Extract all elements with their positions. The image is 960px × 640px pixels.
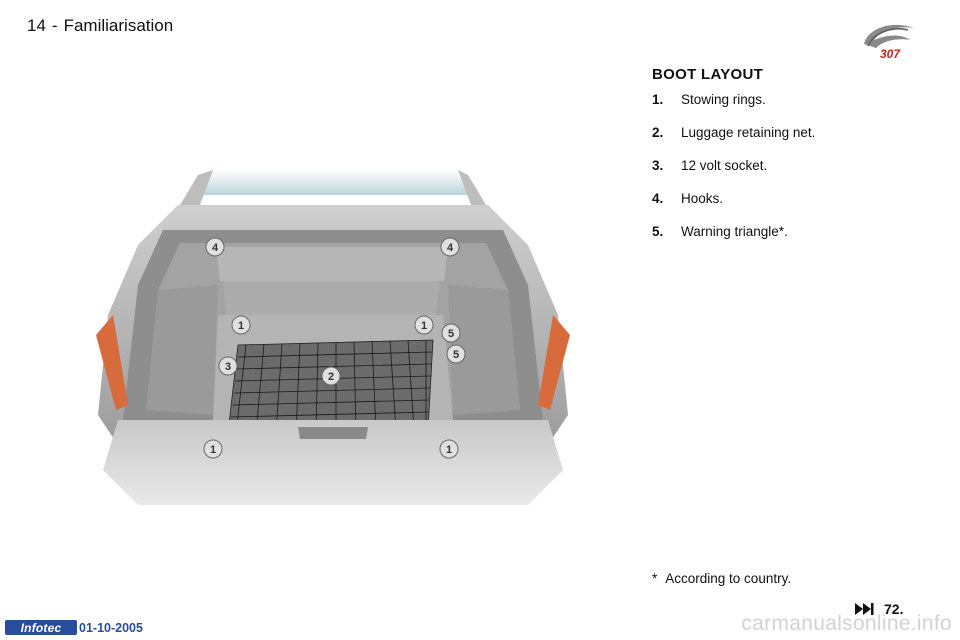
list-item: 3. 12 volt socket. bbox=[652, 158, 815, 191]
list-item: 1. Stowing rings. bbox=[652, 92, 815, 125]
item-label: Hooks. bbox=[681, 191, 724, 206]
logo-text: 307 bbox=[880, 47, 901, 61]
item-number: 4. bbox=[652, 191, 664, 206]
callout-4-right: 4 bbox=[447, 242, 454, 254]
watermark: carmanualsonline.info bbox=[741, 612, 952, 635]
item-label: Stowing rings. bbox=[681, 92, 766, 107]
callout-5-upper: 5 bbox=[448, 328, 454, 340]
footnote: * According to country. bbox=[652, 571, 791, 586]
luggage-net bbox=[227, 339, 434, 434]
tail-light-right bbox=[538, 315, 570, 410]
footer-date: 01-10-2005 bbox=[79, 621, 143, 635]
item-label: Luggage retaining net. bbox=[681, 125, 816, 140]
item-label: Warning triangle*. bbox=[681, 224, 788, 239]
page-number: 14 bbox=[27, 16, 46, 35]
header-separator: - bbox=[51, 16, 58, 35]
page-header: 14-Familiarisation bbox=[27, 16, 173, 36]
page-cross-reference[interactable]: 72. bbox=[855, 601, 903, 617]
item-number: 2. bbox=[652, 125, 664, 140]
callout-2: 2 bbox=[328, 371, 334, 383]
footnote-marker: * bbox=[652, 571, 658, 586]
section-name: Familiarisation bbox=[63, 16, 174, 35]
boot-layout-list: 1. Stowing rings. 2. Luggage retaining net… bbox=[652, 92, 815, 257]
item-number: 1. bbox=[652, 92, 664, 107]
infotec-badge: Infotec bbox=[5, 620, 77, 635]
callout-4-left: 4 bbox=[212, 242, 219, 254]
item-number: 3. bbox=[652, 158, 664, 173]
callout-1-bottom-left: 1 bbox=[210, 444, 216, 456]
footnote-text: According to country. bbox=[665, 571, 792, 586]
crossref-suffix: . bbox=[899, 601, 904, 617]
tail-light-left bbox=[96, 315, 128, 410]
peugeot-307-logo: 307 bbox=[858, 20, 920, 62]
callout-3: 3 bbox=[225, 361, 231, 373]
callout-5-lower: 5 bbox=[453, 349, 459, 361]
callout-1-top-left: 1 bbox=[238, 320, 244, 332]
item-number: 5. bbox=[652, 224, 664, 239]
list-item: 4. Hooks. bbox=[652, 191, 815, 224]
boot-illustration: 4 4 1 1 5 5 3 2 1 1 bbox=[88, 165, 578, 520]
fast-forward-icon bbox=[855, 603, 874, 615]
list-item: 5. Warning triangle*. bbox=[652, 224, 815, 257]
section-title: BOOT LAYOUT bbox=[652, 66, 764, 83]
callout-1-bottom-right: 1 bbox=[446, 444, 452, 456]
callout-1-top-right: 1 bbox=[421, 320, 427, 332]
rear-window bbox=[198, 170, 473, 195]
list-item: 2. Luggage retaining net. bbox=[652, 125, 815, 158]
item-label: 12 volt socket. bbox=[681, 158, 768, 173]
crossref-page: 72 bbox=[884, 601, 900, 617]
